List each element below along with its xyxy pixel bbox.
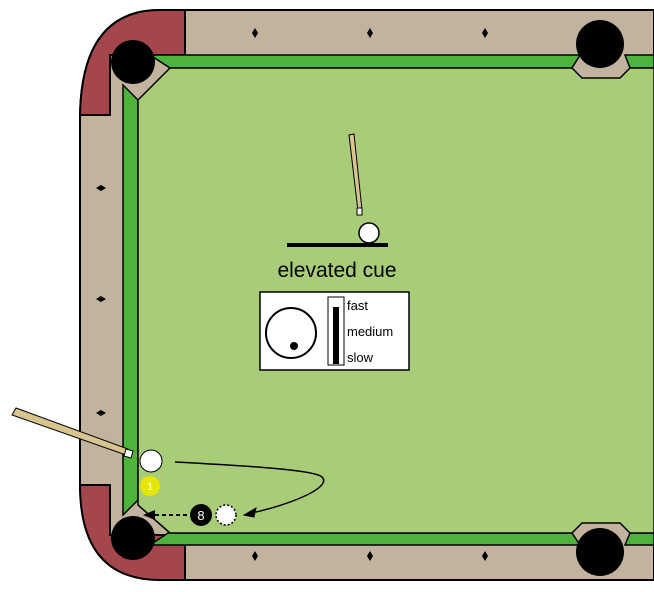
object-ball-1-number: 1: [147, 481, 153, 493]
shot-cue-tip: [123, 448, 134, 459]
elevated-cue-ball: [358, 222, 380, 244]
cue-ball-ghost-position: [215, 504, 237, 526]
diamond: [367, 28, 373, 38]
pocket-top-side: [576, 20, 624, 68]
corner-top-left: [79, 9, 186, 121]
speed-label-fast: fast: [347, 298, 368, 313]
shot-cue-stick: [11, 407, 129, 456]
diamond: [482, 551, 488, 561]
elevated-cue-surface-line: [287, 243, 388, 247]
diamond: [96, 185, 106, 191]
cue-tip-position-dot: [290, 342, 298, 350]
pocket-bottom-side: [576, 528, 624, 576]
diamond: [482, 28, 488, 38]
shot-parameters-panel: fast medium slow: [259, 291, 410, 371]
cushion-bottom-right: [623, 532, 654, 546]
cushion-top-right: [623, 54, 654, 69]
cue-ball-path-arrowhead: [242, 506, 257, 518]
diamond: [252, 28, 258, 38]
pocket-top-left: [111, 40, 155, 84]
elevated-cue-caption: elevated cue: [277, 259, 396, 282]
cue-ball: [139, 449, 163, 473]
cushion-top: [147, 54, 582, 69]
object-ball-8-number: 8: [197, 508, 204, 523]
speed-bar-fill: [333, 307, 339, 364]
cue-ball-path: [174, 461, 325, 514]
rail-diamonds: [96, 28, 488, 561]
diamond: [96, 410, 106, 416]
diamond: [367, 551, 373, 561]
object-ball-1: [140, 476, 160, 496]
diamond: [252, 551, 258, 561]
speed-label-medium: medium: [347, 324, 393, 339]
elevated-cue-tip: [356, 207, 363, 216]
diamond: [96, 296, 106, 302]
cue-ball-diagram: [265, 307, 317, 359]
shot-cue: [11, 407, 134, 459]
object-ball-8: [190, 504, 212, 526]
cushion-bottom: [147, 532, 582, 546]
speed-label-slow: slow: [347, 350, 374, 365]
pocket-bottom-left: [111, 516, 155, 560]
eight-ball-path-arrowhead: [143, 510, 155, 520]
corner-bottom-left: [78, 484, 186, 581]
elevated-cue-illustration: elevated cue: [277, 133, 397, 282]
